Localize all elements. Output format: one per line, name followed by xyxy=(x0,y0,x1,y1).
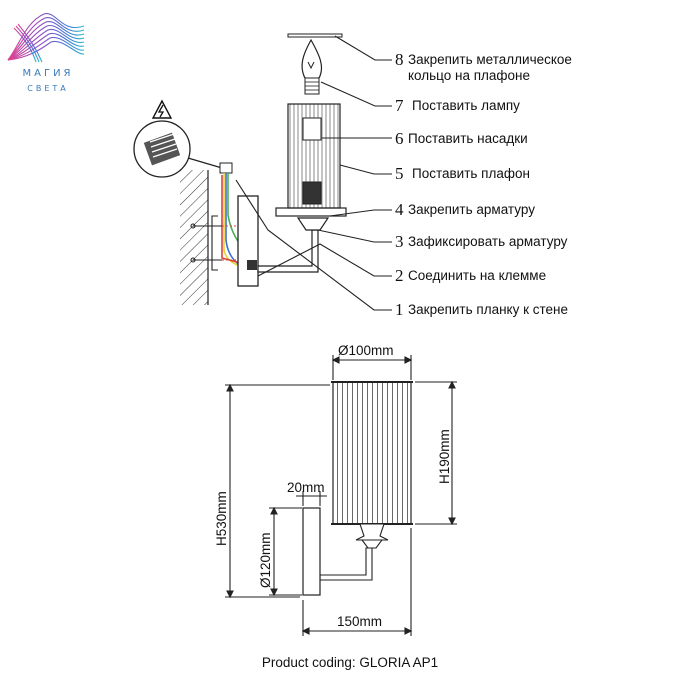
logo-title: МАГИЯ xyxy=(22,68,74,79)
step-7-number: 7 xyxy=(395,96,404,115)
step-2-text: Соединить на клемме xyxy=(408,268,547,283)
dim-total-height: H530mm xyxy=(214,491,229,546)
step-6-number: 6 xyxy=(395,129,404,148)
dim-plate-diameter: Ø120mm xyxy=(258,532,273,588)
step-4-text: Закрепить арматуру xyxy=(408,202,535,217)
logo-subtitle: СВЕТА xyxy=(27,84,69,93)
step-8-number: 8 xyxy=(395,50,404,69)
dim-shade-diameter: Ø100mm xyxy=(338,343,394,358)
bulb-icon xyxy=(301,38,323,95)
step-1-number: 1 xyxy=(395,300,404,319)
shade-top xyxy=(287,103,341,209)
step-3-number: 3 xyxy=(395,232,404,251)
brand-logo: МАГИЯ СВЕТА xyxy=(4,4,88,100)
wall xyxy=(180,170,209,305)
wall-screws xyxy=(190,215,238,271)
step-5-number: 5 xyxy=(395,164,404,183)
dim-depth: 150mm xyxy=(337,614,383,629)
dimension-drawing xyxy=(225,355,457,636)
warning-icon xyxy=(151,99,173,119)
step-1-text: Закрепить планку к стене xyxy=(408,302,569,317)
connection-terminal xyxy=(247,260,257,270)
logo-wave-icon xyxy=(7,13,85,63)
step-5-text: Поставить плафон xyxy=(412,166,530,181)
dim-shade-height: H190mm xyxy=(437,429,452,484)
terminal-block-top xyxy=(219,162,233,174)
step-8-text: Закрепить металлическое xyxy=(408,52,572,67)
metal-ring xyxy=(287,33,343,38)
holder-cup xyxy=(296,217,330,231)
step-6-text: Поставить насадки xyxy=(408,131,528,146)
dim-plate-width: 20mm xyxy=(287,480,325,495)
step-2-number: 2 xyxy=(395,266,404,285)
step-7-text: Поставить лампу xyxy=(412,98,520,113)
leader-lines xyxy=(235,35,392,311)
step-4-number: 4 xyxy=(395,200,404,219)
wire-detail-circle xyxy=(133,120,223,178)
product-coding: Product coding: GLORIA AP1 xyxy=(261,655,439,670)
arm xyxy=(257,229,319,273)
step-3-text: Зафиксировать арматуру xyxy=(408,234,568,249)
step-8-text-line2: кольцо на плафоне xyxy=(408,68,531,83)
